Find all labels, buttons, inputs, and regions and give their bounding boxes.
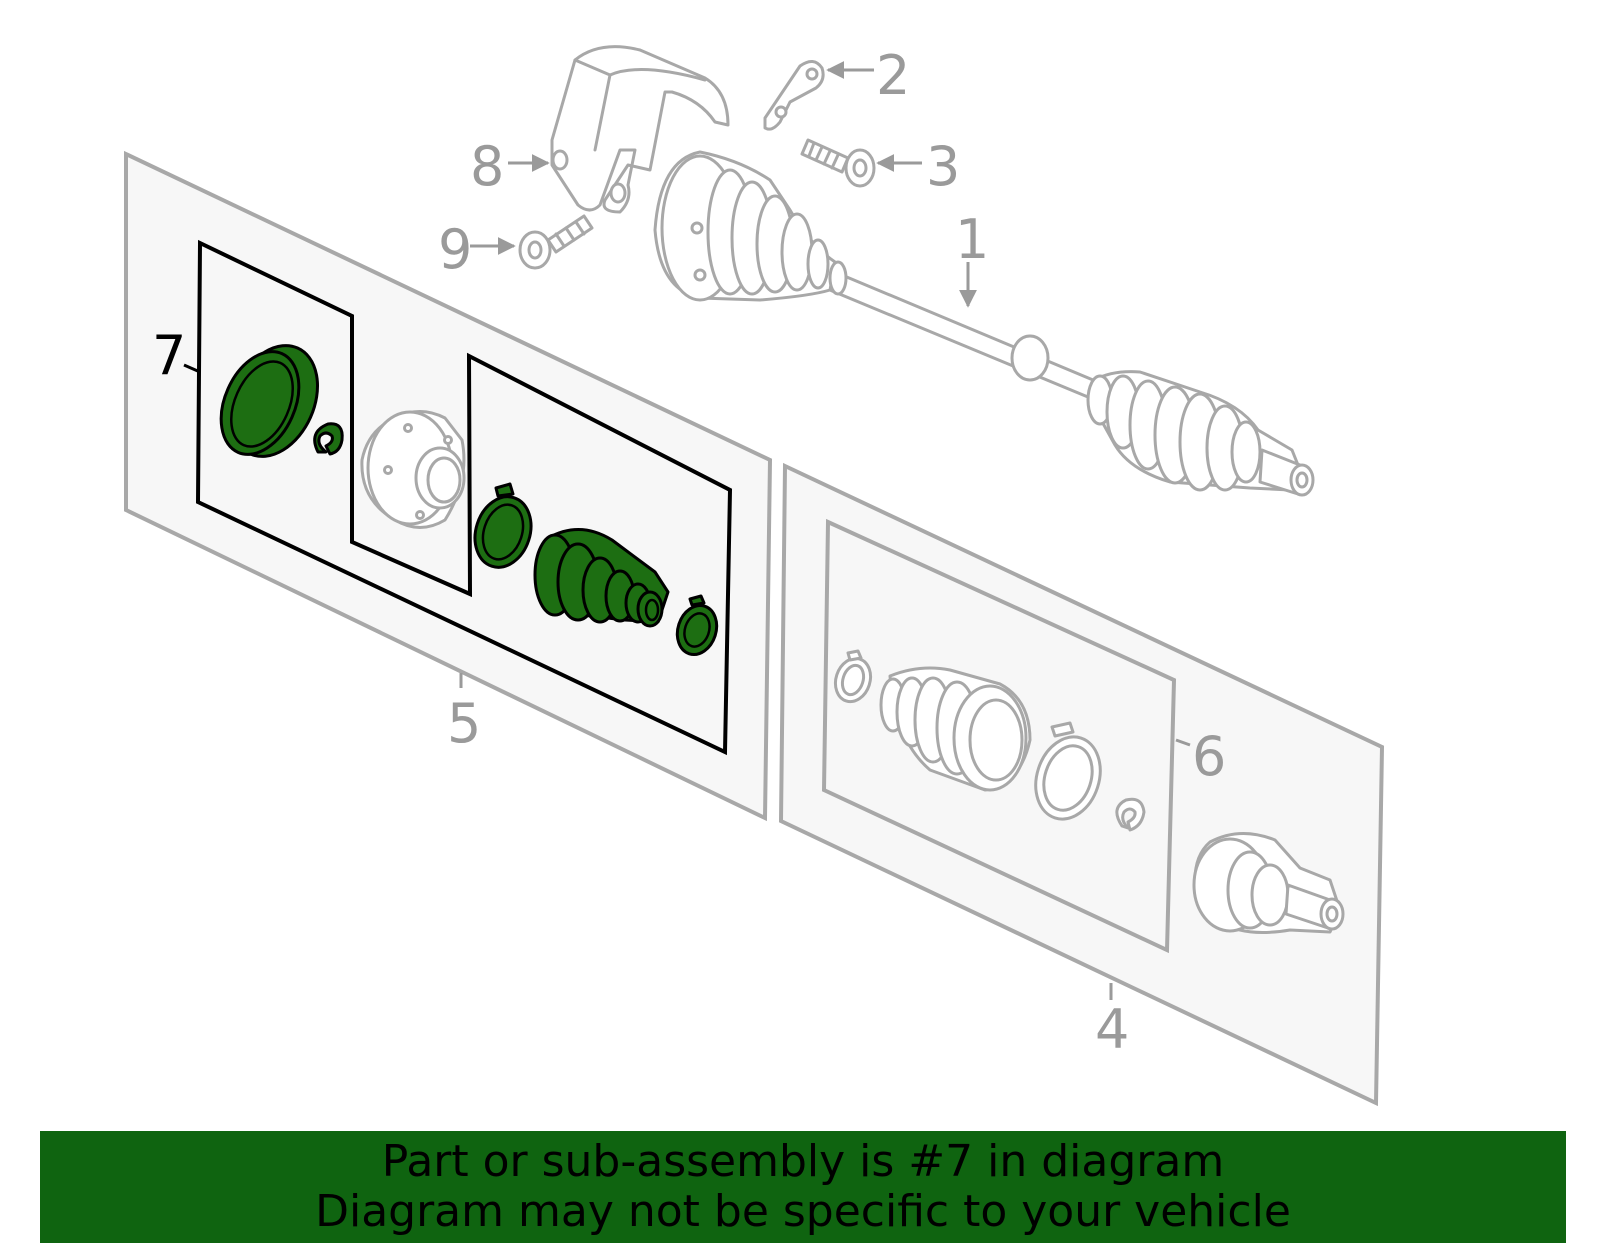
kit-box-7 [195, 239, 733, 756]
callout-5: 5 [447, 692, 481, 755]
callout-6: 6 [1192, 725, 1226, 788]
callout-4: 4 [1095, 998, 1129, 1061]
callout-7: 7 [152, 324, 186, 387]
info-banner: Part or sub-assembly is #7 in diagram Di… [40, 1131, 1566, 1243]
callout-3: 3 [926, 135, 960, 198]
leader-7 [183, 363, 201, 374]
heat-shield-bracket [550, 45, 730, 214]
bolt-9 [518, 214, 594, 270]
leader-6 [1175, 738, 1191, 747]
wheel-hub-bearing [360, 410, 466, 529]
highlighted-boot-kit [473, 482, 719, 656]
banner-line-2: Diagram may not be specific to your vehi… [315, 1186, 1291, 1237]
callout-9: 9 [438, 218, 472, 281]
highlighted-seal [219, 344, 344, 458]
callout-2: 2 [876, 44, 910, 107]
callout-8: 8 [470, 135, 504, 198]
drive-axle [653, 150, 1315, 497]
clip-bracket [763, 60, 825, 131]
outer-cv-joint [1192, 831, 1345, 934]
boot-kit-parts-6 [833, 649, 1146, 832]
bolt-3 [800, 138, 876, 188]
callout-1: 1 [955, 208, 989, 271]
banner-line-1: Part or sub-assembly is #7 in diagram [381, 1136, 1225, 1187]
